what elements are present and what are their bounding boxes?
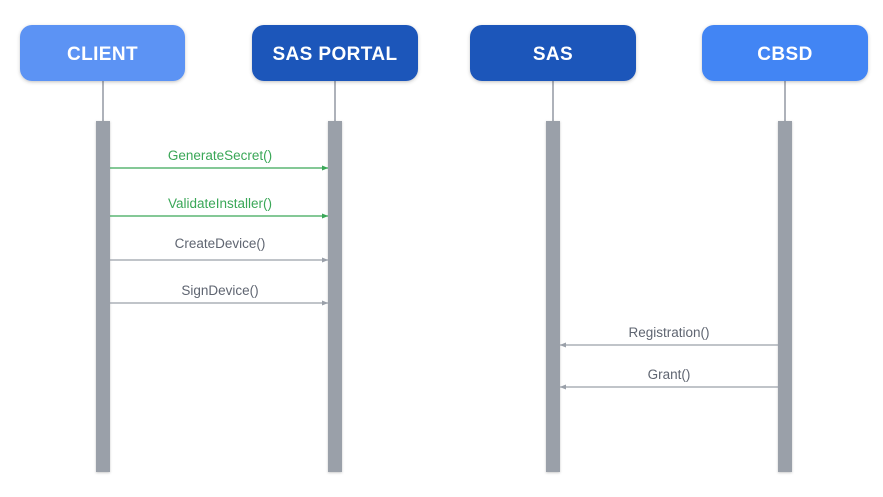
message-label-grant: Grant() — [648, 367, 691, 382]
message-generate-secret: GenerateSecret() — [110, 148, 329, 171]
activation-bars-layer — [96, 121, 792, 472]
message-sign-device: SignDevice() — [110, 283, 329, 306]
lifelines-layer — [102, 81, 786, 127]
actor-label-cbsd: CBSD — [757, 44, 812, 65]
messages-layer: GenerateSecret() ValidateInstaller() Creat… — [110, 148, 778, 390]
actor-box-sas_portal[interactable] — [252, 25, 418, 81]
actor-label-sas: SAS — [533, 44, 573, 65]
actor-cbsd[interactable]: CBSD — [702, 25, 868, 81]
activation-bar-cbsd — [778, 121, 792, 472]
message-label-create-device: CreateDevice() — [175, 236, 266, 251]
actor-sas[interactable]: SAS — [470, 25, 636, 81]
actor-boxes-layer: CLIENT SAS PORTAL SAS CBSD — [20, 25, 868, 81]
activation-bar-client — [96, 121, 110, 472]
message-label-registration: Registration() — [628, 325, 709, 340]
message-create-device: CreateDevice() — [110, 236, 329, 263]
message-label-validate-installer: ValidateInstaller() — [168, 196, 272, 211]
activation-bar-sas — [546, 121, 560, 472]
actor-box-cbsd[interactable] — [702, 25, 868, 81]
activation-bar-sas_portal — [328, 121, 342, 472]
message-registration: Registration() — [559, 325, 778, 348]
actor-label-sas_portal: SAS PORTAL — [272, 44, 397, 65]
actor-box-sas[interactable] — [470, 25, 636, 81]
actor-box-client[interactable] — [20, 25, 185, 81]
actor-label-client: CLIENT — [67, 44, 138, 65]
message-label-generate-secret: GenerateSecret() — [168, 148, 272, 163]
message-label-sign-device: SignDevice() — [181, 283, 258, 298]
message-validate-installer: ValidateInstaller() — [110, 196, 329, 219]
actor-client[interactable]: CLIENT — [20, 25, 185, 81]
actor-sas_portal[interactable]: SAS PORTAL — [252, 25, 418, 81]
message-grant: Grant() — [559, 367, 778, 390]
